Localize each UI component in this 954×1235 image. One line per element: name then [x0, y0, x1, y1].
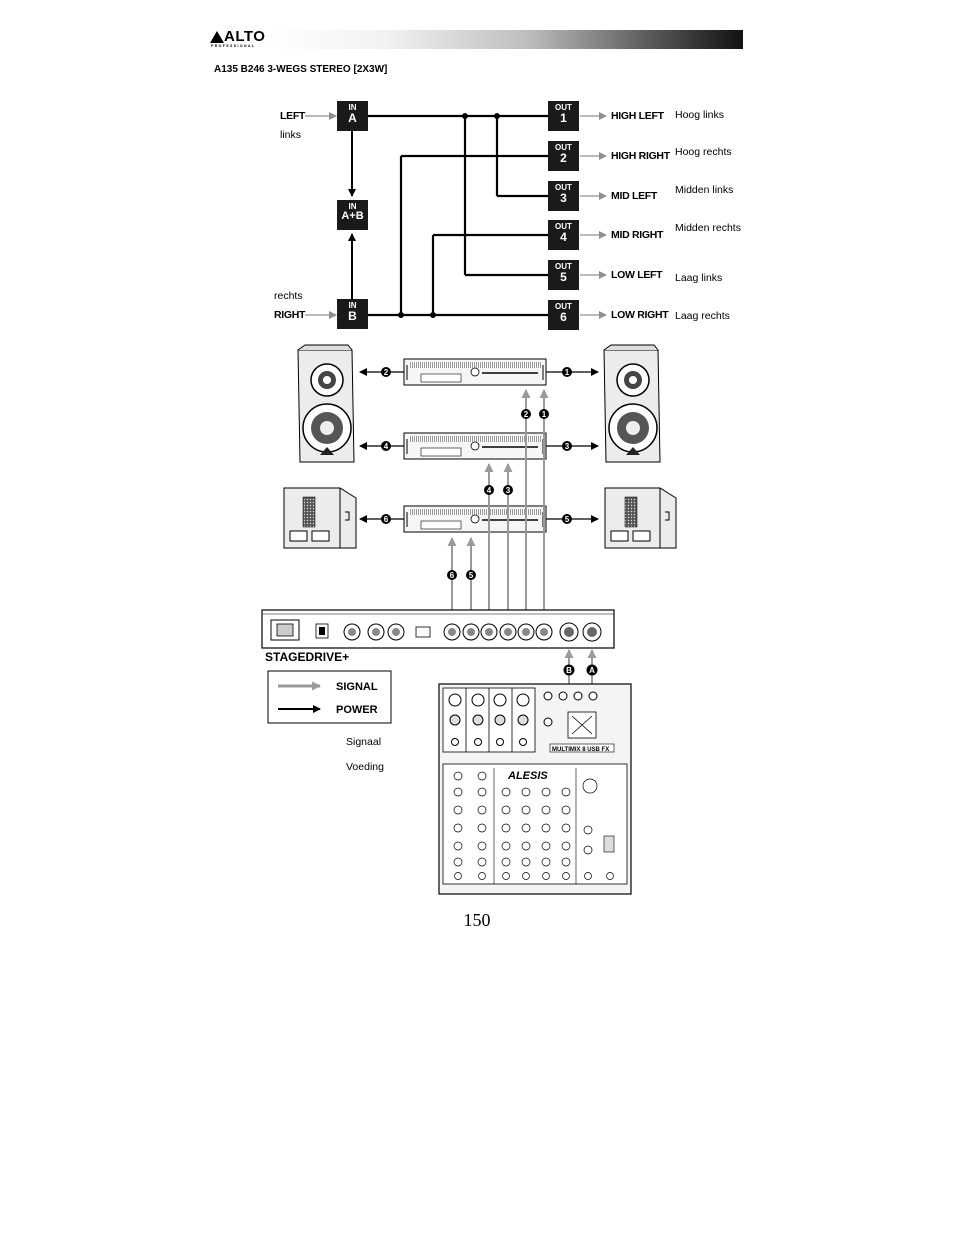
svg-text:3: 3: [506, 486, 511, 495]
svg-text:4: 4: [487, 486, 492, 495]
input-translation-links: links: [280, 129, 302, 141]
legend-power-label: POWER: [336, 704, 378, 716]
input-block-b: IN B: [337, 299, 368, 329]
page-number: 150: [463, 910, 491, 930]
speaker-high-left-icon: [297, 344, 355, 463]
legend-signal-label: SIGNAL: [336, 681, 378, 693]
output-translation-1: Hoog links: [675, 109, 725, 121]
output-translation-5: Laag links: [675, 272, 723, 284]
subwoofer-right-icon: [604, 487, 677, 549]
legend-box: SIGNAL POWER: [267, 670, 392, 724]
amplifier-1-icon: [403, 358, 547, 386]
svg-text:3: 3: [565, 442, 570, 451]
input-label-left: LEFT: [280, 110, 306, 122]
logo-triangle-icon: [210, 31, 224, 43]
input-block-a-plus-b: IN A+B: [337, 200, 368, 230]
mixer-model-text: MULTIMIX 8 USB FX: [552, 747, 609, 753]
svg-text:2: 2: [524, 410, 529, 419]
header-gradient-bar: [266, 30, 743, 49]
output-block-6: OUT 6: [548, 300, 579, 330]
input-label-right: RIGHT: [274, 309, 306, 321]
speaker-high-right-icon: [603, 344, 661, 463]
alto-logo: ALTO PROFESSIONAL: [210, 28, 268, 50]
svg-text:6: 6: [450, 571, 455, 580]
logo-brand: ALTO: [224, 28, 266, 45]
output-block-4: OUT 4: [548, 220, 579, 250]
output-translation-6: Laag rechts: [675, 310, 730, 322]
mixer-icon: MULTIMIX 8 USB FX ALESIS: [438, 683, 632, 895]
svg-text:2: 2: [384, 368, 389, 377]
output-translation-3: Midden links: [675, 184, 734, 196]
stagedrive-rear-panel-icon: [261, 609, 615, 649]
svg-text:5: 5: [565, 515, 570, 524]
amplifier-2-icon: [403, 432, 547, 460]
svg-text:5: 5: [469, 571, 474, 580]
legend-power-translation: Voeding: [346, 761, 384, 773]
output-label-3: MID LEFT: [611, 190, 658, 202]
stagedrive-name: STAGEDRIVE+: [265, 650, 350, 664]
legend-signal-translation: Signaal: [346, 736, 382, 748]
amplifier-3-icon: [403, 505, 547, 533]
connector-badge-a: A: [589, 666, 595, 675]
svg-text:6: 6: [384, 515, 389, 524]
output-label-6: LOW RIGHT: [611, 309, 669, 321]
input-block-a: IN A: [337, 101, 368, 131]
svg-text:1: 1: [542, 410, 547, 419]
output-label-5: LOW LEFT: [611, 269, 663, 281]
connector-badge-b: B: [566, 666, 572, 675]
output-translation-2: Hoog rechts: [675, 146, 732, 158]
page-subtitle: A135 B246 3-WEGS STEREO [2X3W]: [214, 64, 388, 75]
input-translation-rechts: rechts: [274, 290, 303, 302]
svg-text:4: 4: [384, 442, 389, 451]
output-block-3: OUT 3: [548, 181, 579, 211]
mixer-brand-text: ALESIS: [507, 770, 548, 782]
output-translation-4: Midden rechts: [675, 222, 741, 234]
output-block-1: OUT 1: [548, 101, 579, 131]
output-block-5: OUT 5: [548, 260, 579, 290]
routing-lines: [305, 112, 607, 319]
subwoofer-left-icon: [283, 487, 357, 549]
output-label-1: HIGH LEFT: [611, 110, 664, 122]
output-label-2: HIGH RIGHT: [611, 150, 670, 162]
output-label-4: MID RIGHT: [611, 229, 664, 241]
logo-sub: PROFESSIONAL: [211, 44, 256, 48]
output-block-2: OUT 2: [548, 141, 579, 171]
setup-illustration: 2 1 4 3 6 5 2 1 4 3 6 5: [261, 344, 677, 895]
svg-text:1: 1: [565, 368, 570, 377]
